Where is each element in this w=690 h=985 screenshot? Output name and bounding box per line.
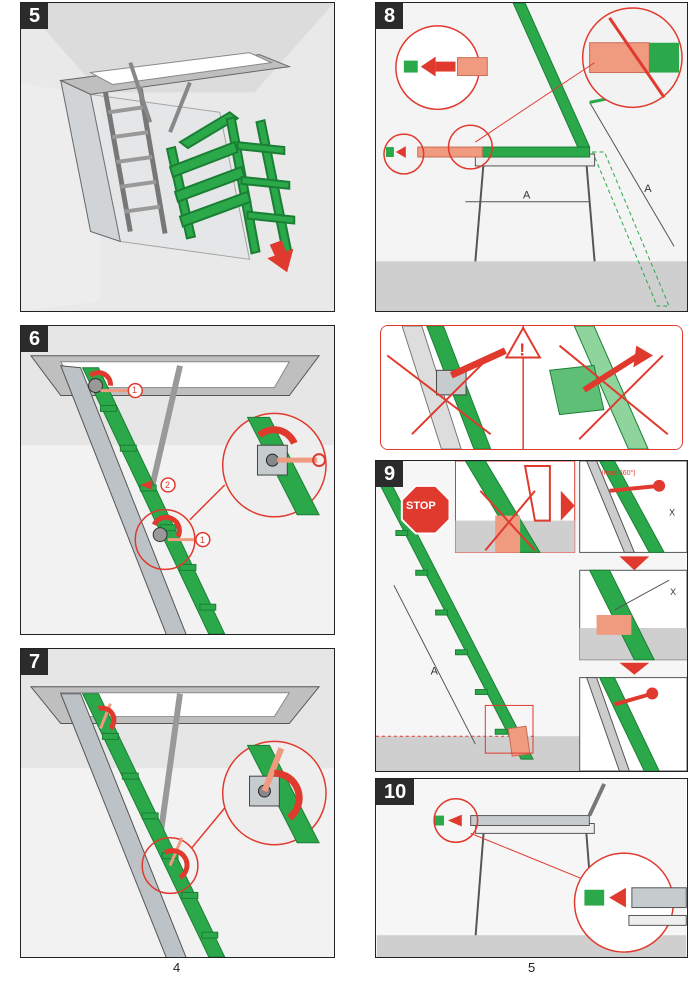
dim-a-diagonal: A <box>644 183 652 195</box>
panel-warning: ! <box>380 325 683 450</box>
panel-step-9: 9 A (max 360°) X <box>375 460 688 772</box>
step-number: 10 <box>376 779 415 805</box>
callout-number-1b: 1 <box>200 535 206 545</box>
illustration-measure-cut: A A <box>376 3 687 311</box>
dim-a-horizontal: A <box>523 190 531 202</box>
callout-number-1a: 1 <box>132 385 138 395</box>
panel-step-8: 8 A A <box>375 2 688 312</box>
step-number: 5 <box>21 3 49 29</box>
max-turn-label: (max 360°) <box>602 469 636 477</box>
dim-a-ladder: A <box>431 666 439 678</box>
illustration-ladder-unfold <box>21 3 334 311</box>
step-number: 6 <box>21 326 49 352</box>
illustration-warning: ! <box>382 326 681 449</box>
illustration-floor-cut: A (max 360°) X X <box>376 461 687 771</box>
panel-step-5: 5 <box>20 2 335 312</box>
step-number: 9 <box>376 461 404 487</box>
panel-step-7: 7 <box>20 648 335 958</box>
callout-number-2: 2 <box>165 480 171 490</box>
step-number: 8 <box>376 3 404 29</box>
stop-sign-label: STOP <box>406 500 436 512</box>
illustration-fit-feet <box>376 779 687 957</box>
page-number-right: 5 <box>528 960 536 975</box>
dim-x-lower: X <box>670 587 676 597</box>
panel-step-10: 10 <box>375 778 688 958</box>
panel-step-6: 6 1 2 1 <box>20 325 335 635</box>
dim-x-upper: X <box>669 508 675 518</box>
warning-mark: ! <box>519 340 525 360</box>
illustration-ladder-tighten <box>21 649 334 957</box>
page-number-left: 4 <box>173 960 181 975</box>
step-number: 7 <box>21 649 49 675</box>
illustration-ladder-adjust <box>21 326 334 634</box>
